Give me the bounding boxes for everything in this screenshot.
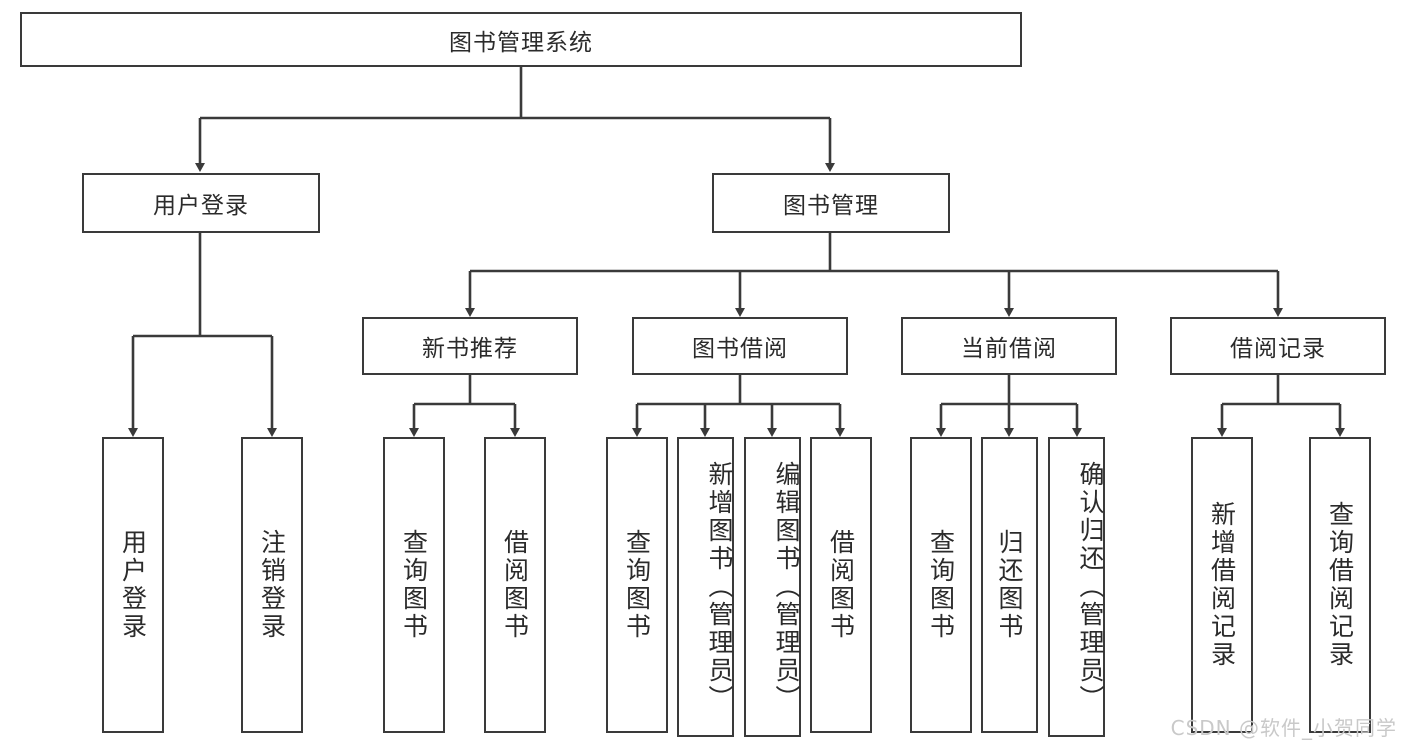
node-label: 图书管理系统: [449, 29, 593, 56]
node-leaf-add-book-admin[interactable]: 新增图书（管理员）: [677, 437, 734, 737]
node-label: 确认归还（管理员）: [1076, 461, 1105, 713]
node-label: 图书借阅: [692, 336, 788, 362]
node-label: 借阅图书: [826, 529, 856, 641]
node-label: 查询图书: [399, 529, 429, 641]
node-label: 用户登录: [153, 193, 249, 219]
node-leaf-user-logout[interactable]: 注销登录: [241, 437, 303, 733]
node-book-management[interactable]: 图书管理: [712, 173, 950, 233]
watermark: CSDN @软件_小贺同学: [1170, 716, 1397, 740]
node-label: 归还图书: [995, 529, 1024, 641]
node-label: 新增图书（管理员）: [705, 461, 734, 713]
node-leaf-user-login[interactable]: 用户登录: [102, 437, 164, 733]
node-leaf-return-book[interactable]: 归还图书: [981, 437, 1038, 733]
node-user-login[interactable]: 用户登录: [82, 173, 320, 233]
node-leaf-query-book-recommend[interactable]: 查询图书: [383, 437, 445, 733]
node-label: 图书管理: [783, 193, 879, 219]
node-label: 查询图书: [926, 529, 956, 641]
node-leaf-query-book-borrow[interactable]: 查询图书: [606, 437, 668, 733]
node-label: 借阅图书: [500, 529, 530, 641]
node-label: 借阅记录: [1230, 336, 1326, 362]
node-label: 当前借阅: [961, 336, 1057, 362]
node-leaf-add-borrow-record[interactable]: 新增借阅记录: [1191, 437, 1253, 733]
node-leaf-query-book-current[interactable]: 查询图书: [910, 437, 972, 733]
node-leaf-confirm-return-admin[interactable]: 确认归还（管理员）: [1048, 437, 1105, 737]
node-label: 查询借阅记录: [1325, 501, 1355, 669]
node-leaf-edit-book-admin[interactable]: 编辑图书（管理员）: [744, 437, 801, 737]
node-borrow-record[interactable]: 借阅记录: [1170, 317, 1386, 375]
node-label: 用户登录: [118, 529, 148, 641]
node-label: 新增借阅记录: [1207, 501, 1237, 669]
node-label: 查询图书: [622, 529, 652, 641]
node-root-system[interactable]: 图书管理系统: [20, 12, 1022, 67]
node-current-borrow[interactable]: 当前借阅: [901, 317, 1117, 375]
node-leaf-borrow-book-recommend[interactable]: 借阅图书: [484, 437, 546, 733]
node-leaf-borrow-book[interactable]: 借阅图书: [810, 437, 872, 733]
node-leaf-query-borrow-record[interactable]: 查询借阅记录: [1309, 437, 1371, 733]
node-label: 新书推荐: [422, 336, 518, 362]
node-new-book-recommend[interactable]: 新书推荐: [362, 317, 578, 375]
node-label: 注销登录: [257, 529, 287, 641]
node-label: 编辑图书（管理员）: [772, 461, 801, 713]
node-book-borrow[interactable]: 图书借阅: [632, 317, 848, 375]
